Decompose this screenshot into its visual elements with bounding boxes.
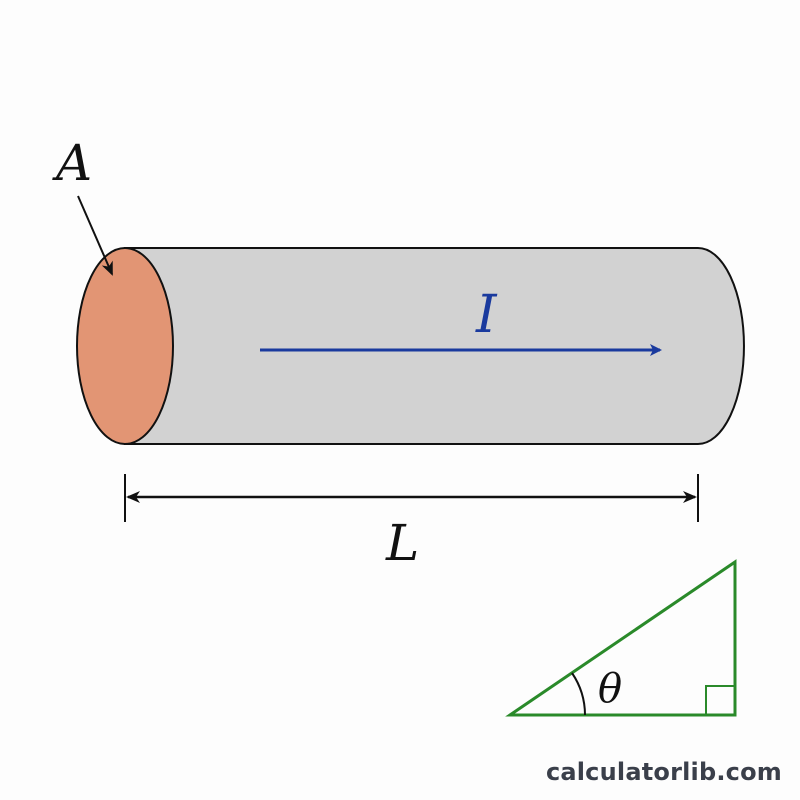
cross-section-face [76,247,174,445]
area-label: A [52,134,92,192]
cylinder-body [124,247,745,445]
angle-arc [571,672,586,716]
length-dimension [124,474,699,522]
area-pointer-arrow [77,195,113,276]
angle-label: θ [598,666,622,712]
watermark-logo: calculatorlib.com [545,758,782,786]
right-angle-mark [705,685,736,716]
length-label: L [385,514,419,572]
triangle-outline [505,559,737,717]
right-triangle [505,559,737,717]
current-label: I [475,285,498,345]
cylinder [76,247,745,445]
